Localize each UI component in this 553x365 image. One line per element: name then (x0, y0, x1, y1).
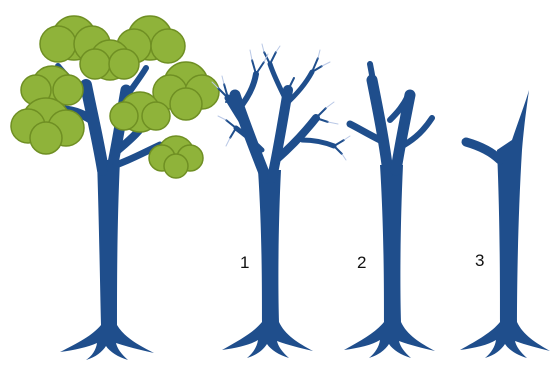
stage-2-tree (344, 64, 435, 358)
stage-1-label: 1 (240, 254, 249, 271)
stage-3-tree-branches (466, 142, 500, 160)
stage-1-tree-trunk (222, 170, 313, 358)
healthy-tree-trunk (60, 160, 154, 360)
foliage-clump (149, 136, 203, 178)
foliage-clump (11, 98, 84, 154)
stage-2-tree-branches (350, 64, 432, 172)
stage-2-label: 2 (357, 254, 366, 271)
healthy-tree (11, 16, 219, 360)
stage-1-tree-branches (228, 64, 334, 178)
stage-3-tree (460, 90, 550, 358)
stage-3-label: 3 (475, 252, 484, 269)
stage-1-tree (212, 44, 350, 358)
stage-3-tree-trunk (460, 90, 550, 358)
